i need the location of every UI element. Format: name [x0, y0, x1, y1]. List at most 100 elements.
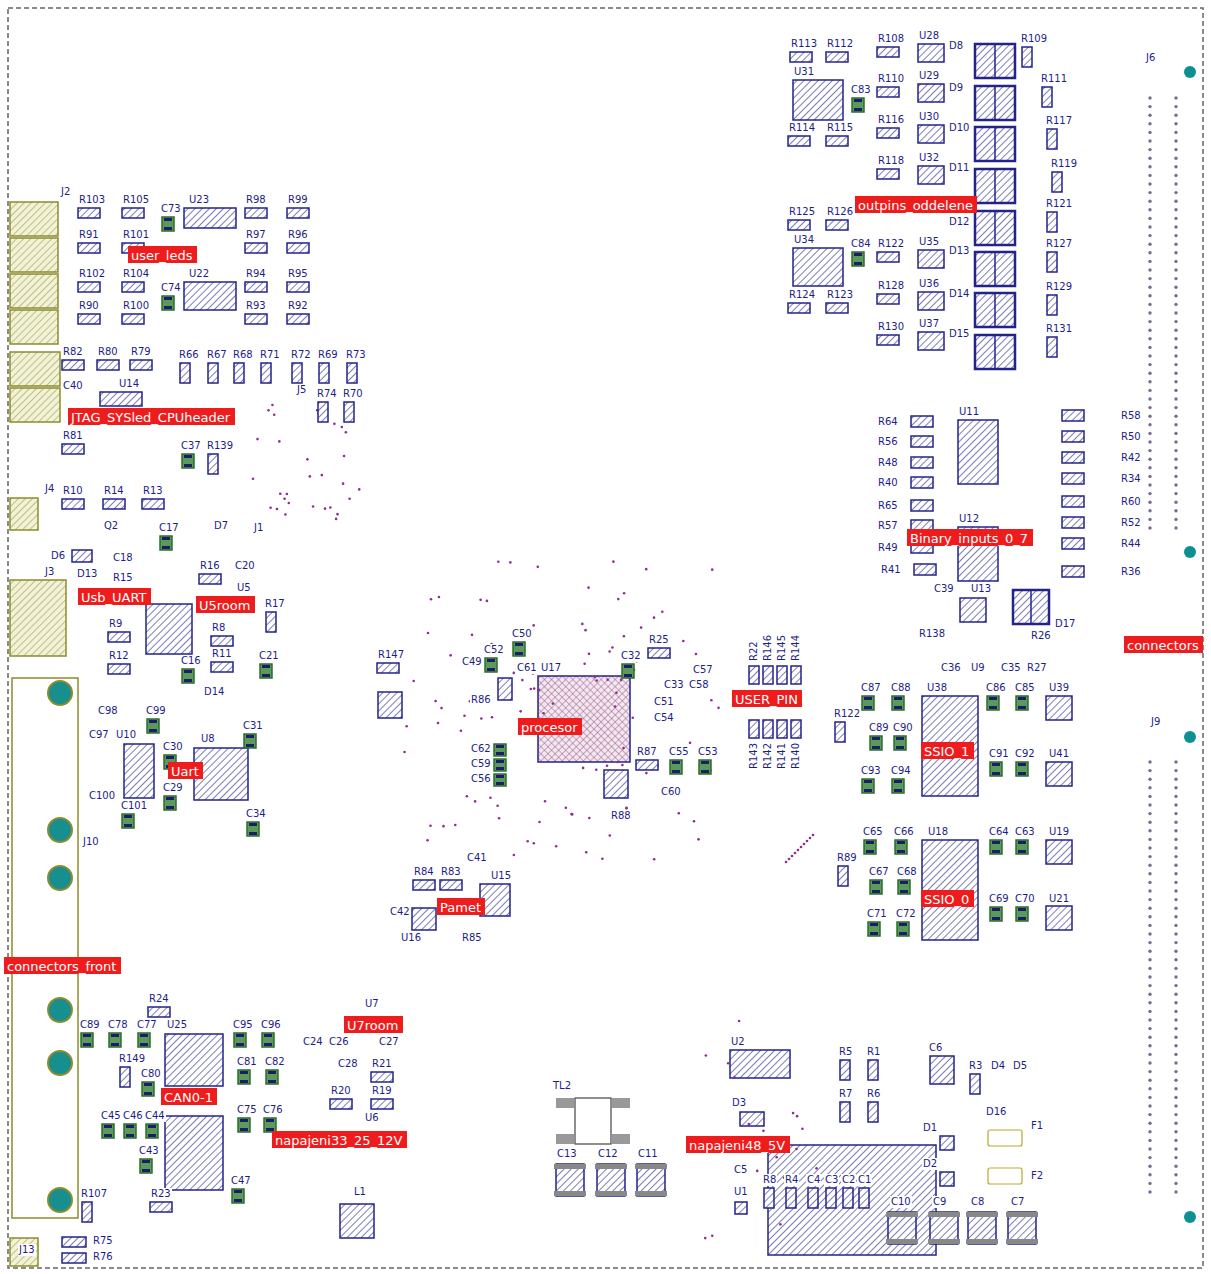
header-pin [1148, 268, 1151, 271]
header-pin [1174, 363, 1177, 366]
ic-footprint [793, 80, 843, 120]
ic-footprint [498, 678, 512, 700]
header-pin [1148, 1156, 1151, 1159]
header-pin [1148, 1173, 1151, 1176]
via [434, 700, 437, 703]
group-label: U5room [196, 596, 255, 613]
via [437, 722, 440, 725]
resistor-footprint [1062, 496, 1084, 507]
part-designator: C95 [232, 1019, 254, 1031]
part-designator: C47 [230, 1175, 252, 1187]
part-designator: C101 [120, 800, 148, 812]
header-pin [1174, 501, 1177, 504]
via [727, 1062, 730, 1065]
part-designator: U31 [793, 66, 815, 78]
header-pin [1148, 165, 1151, 168]
ic-footprint [958, 420, 998, 484]
part-designator: U11 [958, 406, 980, 418]
part-designator: R58 [1120, 410, 1142, 422]
ic-footprint [918, 332, 944, 350]
capacitor-footprint [892, 779, 904, 793]
part-designator: R22 [748, 640, 760, 662]
group-label-text: Uart [171, 763, 199, 780]
part-designator: D5 [1012, 1060, 1028, 1072]
part-designator: D4 [990, 1060, 1006, 1072]
transformer-pad [556, 1098, 574, 1108]
header-pin [1148, 1122, 1151, 1125]
mounting-hole [1184, 1211, 1196, 1223]
resistor-footprint [1052, 172, 1062, 192]
via [705, 1054, 708, 1057]
part-designator: U39 [1048, 682, 1070, 694]
resistor-footprint [245, 243, 267, 253]
resistor-footprint [648, 648, 670, 658]
via [358, 488, 361, 491]
part-designator: C9 [932, 1196, 947, 1208]
via [797, 849, 800, 852]
resistor-footprint [914, 564, 936, 575]
part-designator: R10 [62, 485, 84, 497]
part-designator: R74 [316, 388, 338, 400]
header-pin [1174, 1001, 1177, 1004]
ic-footprint [960, 598, 986, 622]
part-designator: U25 [166, 1019, 188, 1031]
ic-footprint [730, 1050, 790, 1078]
ic-footprint [1046, 696, 1072, 720]
header-pin [1174, 475, 1177, 478]
part-designator: C54 [653, 712, 675, 724]
part-designator: R113 [790, 38, 818, 50]
header-pin [1148, 501, 1151, 504]
via [785, 861, 788, 864]
capacitor-footprint [266, 1070, 278, 1084]
via [521, 679, 524, 682]
resistor-footprint [108, 632, 130, 642]
header-pin [1174, 1182, 1177, 1185]
part-designator: R79 [130, 346, 152, 358]
part-designator: C17 [158, 522, 180, 534]
header-pin [1148, 1190, 1151, 1193]
part-designator: R80 [97, 346, 119, 358]
capacitor-footprint [264, 1118, 276, 1132]
via [806, 840, 809, 843]
part-designator: R66 [178, 349, 200, 361]
ic-footprint [146, 604, 192, 654]
header-pin [1174, 829, 1177, 832]
resistor-footprint [1047, 337, 1057, 357]
header-pin [1174, 1165, 1177, 1168]
part-designator: U14 [118, 378, 140, 390]
part-designator: C87 [860, 682, 882, 694]
part-designator: R76 [92, 1251, 114, 1263]
part-designator: R105 [122, 194, 150, 206]
part-designator: D7 [213, 520, 229, 532]
part-designator: F1 [1030, 1120, 1044, 1132]
via [519, 710, 522, 713]
ic-footprint [1046, 906, 1072, 930]
header-pin [1174, 483, 1177, 486]
header-pin [1148, 466, 1151, 469]
header-pin [1174, 967, 1177, 970]
ic-footprint [378, 692, 402, 718]
part-designator: C20 [234, 560, 256, 572]
via [333, 423, 336, 426]
via [612, 560, 615, 563]
via [335, 518, 338, 521]
capacitor-footprint [862, 696, 874, 710]
resistor-footprint [245, 208, 267, 218]
capacitor-footprint [260, 664, 272, 678]
header-pin [1148, 526, 1151, 529]
header-pin [1148, 915, 1151, 918]
via [252, 477, 255, 480]
via [269, 506, 272, 509]
header-pin [1148, 907, 1151, 910]
via [403, 751, 406, 754]
header-pin [1174, 337, 1177, 340]
part-designator: U12 [958, 513, 980, 525]
part-designator: C82 [264, 1056, 286, 1068]
via [593, 676, 596, 679]
header-pin [1148, 294, 1151, 297]
header-pin [1174, 148, 1177, 151]
ic-footprint [1046, 762, 1072, 786]
header-pin [1174, 950, 1177, 953]
resistor-footprint [840, 1102, 850, 1122]
header-pin [1148, 769, 1151, 772]
